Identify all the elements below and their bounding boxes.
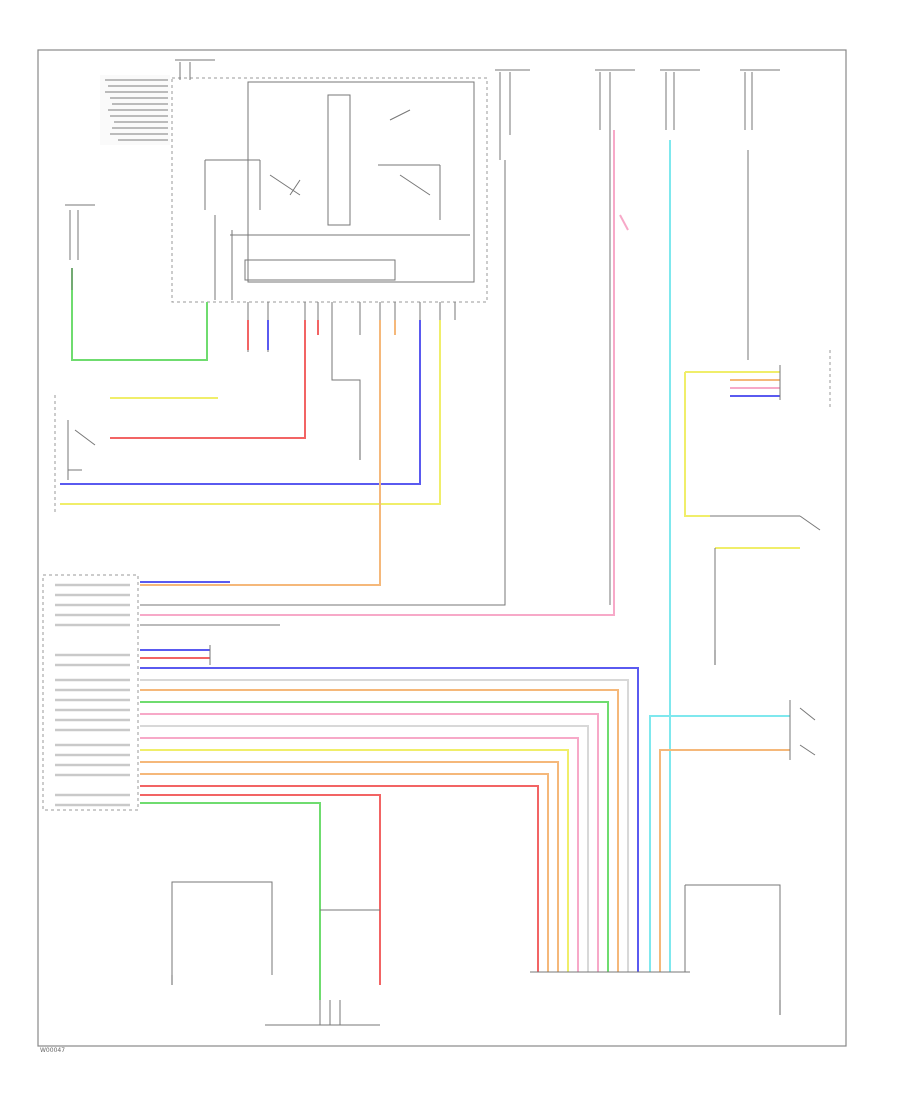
control-unit-outline [42,574,139,811]
sensor-switch [789,700,816,760]
bundle-wire-orange-3 [140,773,549,972]
fuse-left [65,204,95,260]
wire-bundle [140,667,639,972]
footer-code: W00047 [40,1047,65,1054]
bundle-wire-orange [140,689,619,972]
wire-blue-main [60,320,421,485]
fuse-top-2 [495,69,530,160]
wire-red-main [110,320,306,439]
wire-green-loop [71,268,208,361]
sensor-block-bottom [265,1000,380,1026]
relay-pin-stubs [206,302,456,335]
wire-pink-top [613,130,629,231]
page-frame [37,49,847,1047]
control-unit [42,574,139,811]
bundle-wire-pink-2 [140,737,579,972]
wire-left-ground-loop [171,881,273,975]
wire-orange-sensor [659,749,790,972]
fuse-top-5 [740,69,780,360]
bundle-wire-grey-2 [140,725,589,972]
left-switch [54,395,96,515]
wire-cyan-loop [649,715,790,972]
fuse-top-3 [595,69,635,605]
relay-bus [244,259,396,281]
bundle-wire-yellow [140,749,569,972]
wire-red-sensor [140,794,381,985]
relay-switch-2 [378,109,441,220]
wire-right-ground-loop [684,884,781,1000]
relay-block-inner [247,81,475,283]
wire-grey-main [140,160,506,606]
fuse-label-lines [105,79,168,141]
fuse-top-4 [660,69,700,130]
wire-ground-relay [331,320,361,440]
right-switch [710,515,821,531]
wire-green-sensor [140,802,321,1000]
relay-block-outline [171,77,488,303]
wire-pink-main [140,220,615,616]
ground-stub [247,335,269,352]
wire-yellow-right [684,372,710,517]
bundle-wire-pink [140,713,599,972]
bundle-wire-green [140,701,609,972]
relay-coil-1 [327,94,351,226]
fuse-label-stack [100,75,170,145]
relay-block [100,75,488,352]
top-fuses [65,59,780,605]
bundle-wire-blue [140,667,639,972]
bundle-wire-grey [140,679,629,972]
fuse-top-1 [175,59,215,80]
bundle-wire-red [140,785,539,972]
control-unit-pin-labels [55,583,130,807]
bundle-wire-orange-2 [140,761,559,972]
right-connector [684,350,831,665]
wire-yellow-main [60,320,441,505]
wire-orange-main [140,320,381,586]
left-switch-contacts [67,420,96,480]
relay-internal-wiring [214,215,470,300]
relay-switch-1 [204,159,301,210]
